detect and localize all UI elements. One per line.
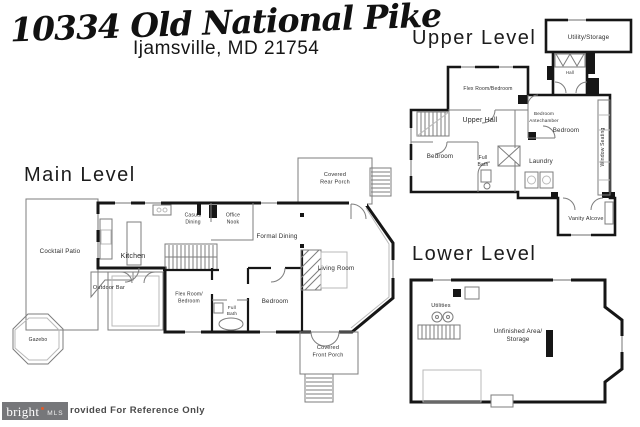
lower-walls bbox=[409, 277, 625, 408]
room-label: Outdoor Bar bbox=[93, 285, 125, 291]
room-label: Hall bbox=[566, 70, 574, 75]
room-label: Full bbox=[479, 155, 488, 161]
upper-level-heading: Upper Level bbox=[412, 27, 537, 49]
vanity-fixtures bbox=[562, 197, 614, 225]
room-label: Storage bbox=[506, 336, 529, 343]
lower-stairs bbox=[417, 324, 461, 340]
room-label: Flex Room/Bedroom bbox=[463, 86, 512, 92]
room-label: Unfinished Area/ bbox=[494, 328, 543, 335]
room-label: Bedroom bbox=[262, 298, 289, 305]
logo-text: bright bbox=[6, 403, 40, 419]
fireplace-hatch bbox=[300, 249, 348, 291]
upper-room-labels: Utility/Storage Hall Flex Room/Bedroom U… bbox=[427, 34, 610, 222]
room-label: Nook bbox=[227, 220, 240, 226]
room-label: Full bbox=[228, 305, 236, 310]
room-label: Gazebo bbox=[29, 337, 48, 343]
room-label: Antechamber bbox=[529, 118, 559, 123]
room-label: Laundry bbox=[529, 158, 553, 165]
office-nook-walls bbox=[210, 203, 254, 241]
lower-room-labels: Utilities Unfinished Area/ Storage bbox=[431, 303, 542, 343]
room-label: Vanity Alcove bbox=[568, 216, 603, 222]
room-label: Cocktail Patio bbox=[40, 248, 81, 255]
room-label: Upper Hall bbox=[462, 117, 497, 124]
central-stairs bbox=[163, 243, 219, 272]
room-label: Living Room bbox=[318, 265, 355, 272]
room-label: Covered bbox=[324, 172, 346, 178]
room-label: Formal Dining bbox=[256, 233, 297, 240]
upper-bath-fixtures bbox=[480, 145, 521, 190]
bright-mls-logo: bright MLS bbox=[2, 402, 68, 420]
address-city: Ijamsville, MD 21754 bbox=[133, 38, 320, 59]
room-label: Bedroom bbox=[534, 111, 554, 116]
main-level-heading: Main Level bbox=[24, 164, 136, 186]
room-label: Dining bbox=[185, 220, 200, 226]
room-label: Bedroom bbox=[553, 127, 580, 134]
gazebo-shape bbox=[12, 313, 64, 365]
room-label: Bath bbox=[477, 162, 488, 168]
main-level-plan: Cocktail Patio Kitchen Casual Dining Off… bbox=[12, 157, 396, 403]
upper-stairs bbox=[416, 111, 450, 137]
reference-disclaimer: rovided For Reference Only bbox=[70, 405, 205, 416]
lower-level-plan: Utilities Unfinished Area/ Storage bbox=[409, 277, 625, 408]
upper-walls bbox=[408, 17, 633, 238]
lower-fixtures bbox=[422, 286, 553, 403]
front-porch bbox=[299, 329, 359, 403]
washer-dryer-icons bbox=[431, 311, 454, 323]
room-label: Bath bbox=[227, 311, 237, 316]
room-label: Utilities bbox=[431, 303, 451, 309]
room-label: Bedroom bbox=[178, 299, 200, 305]
logo-subtext: MLS bbox=[47, 409, 64, 417]
room-label: Front Porch bbox=[313, 353, 344, 359]
room-label: Flex Room/ bbox=[175, 292, 203, 298]
room-label: Covered bbox=[317, 345, 339, 351]
room-label: Bedroom bbox=[427, 153, 454, 160]
upper-level-plan: Utility/Storage Hall Flex Room/Bedroom U… bbox=[408, 17, 633, 238]
kitchen-fixtures bbox=[99, 204, 172, 266]
cocktail-patio-outline bbox=[25, 198, 99, 331]
main-bath-fixtures bbox=[213, 302, 244, 331]
room-label: Kitchen bbox=[121, 253, 146, 260]
room-label: Rear Porch bbox=[320, 180, 350, 186]
room-label: Utility/Storage bbox=[568, 34, 610, 41]
main-room-labels: Cocktail Patio Kitchen Casual Dining Off… bbox=[29, 172, 355, 359]
logo-accent-dot-icon bbox=[41, 406, 45, 410]
window-seating-strip bbox=[597, 99, 611, 196]
interior-walls-main bbox=[98, 250, 304, 332]
room-label: Window Seating bbox=[600, 128, 606, 167]
screened-porch bbox=[107, 271, 164, 331]
room-label: Casual bbox=[185, 213, 202, 219]
room-label: Office bbox=[226, 213, 240, 219]
lower-level-heading: Lower Level bbox=[412, 243, 537, 265]
laundry-machines bbox=[524, 171, 554, 189]
